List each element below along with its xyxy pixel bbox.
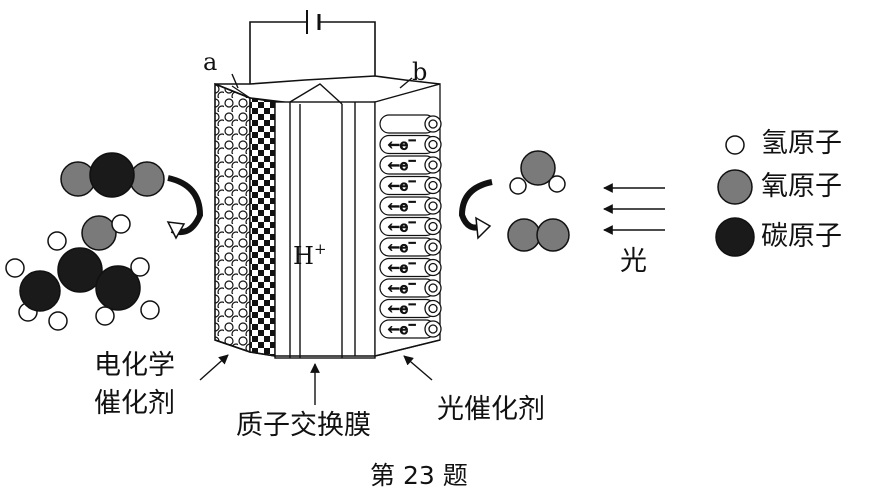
external-circuit <box>249 10 376 84</box>
membrane-ion-label: H+ <box>293 240 327 270</box>
photocatalyst-tube: ←e− <box>379 278 442 298</box>
legend-carbon-marker <box>715 217 755 257</box>
proton-exchange-membrane <box>274 83 376 359</box>
photocatalyst-tube: ←e− <box>379 299 442 318</box>
water-molecule <box>509 150 566 195</box>
electrochemical-catalyst-line2: 催化剂 <box>94 388 175 419</box>
co2-molecule <box>60 152 165 198</box>
electrochemical-catalyst-label: 电化学 催化剂 <box>94 350 175 420</box>
light-label: 光 <box>620 246 647 277</box>
photocatalyst-tube <box>379 114 442 134</box>
ethanol-molecule <box>5 214 160 331</box>
photocatalyst-tube: ←e− <box>379 196 442 216</box>
photocatalyst-tube: ←e− <box>379 217 442 236</box>
photocatalyst-layer: ←e−←e−←e−←e−←e−←e−←e−←e−←e−←e− <box>374 83 442 357</box>
legend-oxygen-marker <box>717 169 753 205</box>
legend-carbon-label: 碳原子 <box>761 221 842 252</box>
electrochemical-catalyst-line1: 电化学 <box>94 350 175 381</box>
photocatalyst-tube: ←e− <box>379 319 442 339</box>
electrochemical-catalyst-layer <box>214 82 251 354</box>
curved-arrow-right <box>458 179 493 231</box>
curved-arrow-left <box>167 175 204 236</box>
figure-caption: 第 23 题 <box>370 461 468 490</box>
photocatalyst-tube: ←e− <box>379 176 442 195</box>
legend-markers <box>715 135 755 257</box>
legend-oxygen-label: 氧原子 <box>761 171 842 202</box>
photocatalyst-tube: ←e− <box>379 237 442 257</box>
electrode-layer <box>249 97 276 357</box>
terminal-a-label: a <box>203 48 218 76</box>
terminal-b-label: b <box>412 58 428 86</box>
oxygen-molecule <box>507 218 570 252</box>
photocatalyst-tube: ←e− <box>379 135 442 154</box>
proton-exchange-membrane-label: 质子交换膜 <box>236 410 371 441</box>
photocatalyst-tube: ←e− <box>379 155 442 175</box>
light-arrows <box>603 183 665 235</box>
legend-hydrogen-label: 氢原子 <box>761 128 842 159</box>
legend-hydrogen-marker <box>725 135 745 155</box>
photocatalyst-tube: ←e− <box>379 258 442 277</box>
photocatalyst-label: 光催化剂 <box>437 394 545 425</box>
label-pointers <box>199 73 433 405</box>
